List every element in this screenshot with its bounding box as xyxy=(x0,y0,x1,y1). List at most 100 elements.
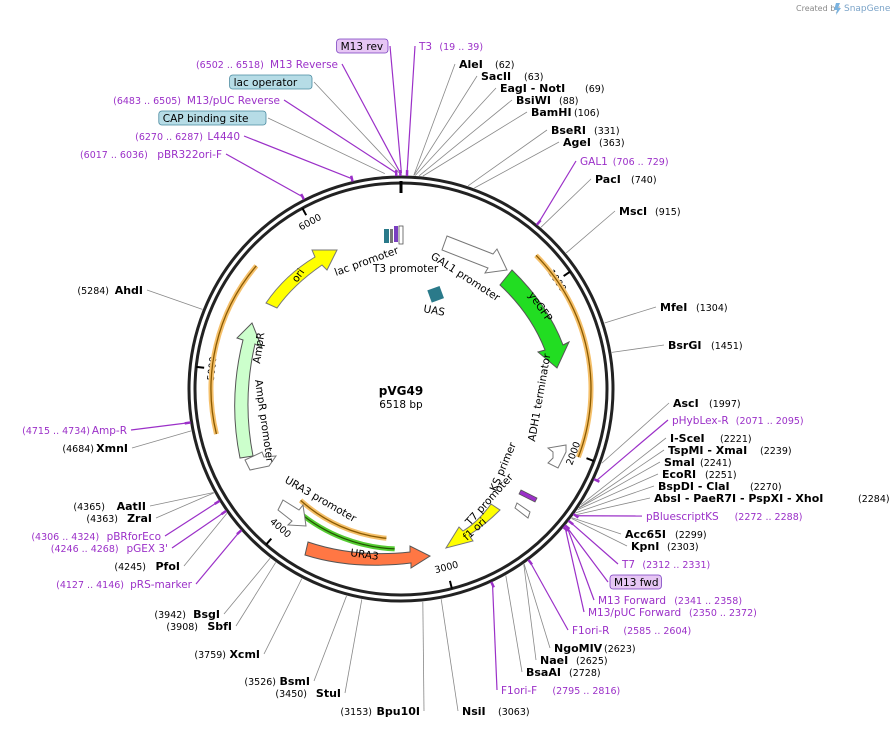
site-label-enzyme[interactable]: AscI(1997) xyxy=(673,397,741,410)
site-label-boxb[interactable]: CAP binding site xyxy=(158,110,267,126)
leader-line xyxy=(565,210,616,254)
label-position: (2341 .. 2358) xyxy=(674,596,742,607)
site-label-enzyme[interactable]: MfeI(1304) xyxy=(660,301,728,314)
t7-promoter-arrow[interactable] xyxy=(514,502,531,519)
site-label-primer[interactable]: pBR322ori-F(6017 .. 6036) xyxy=(80,149,222,161)
label-name: pBRforEco xyxy=(107,531,161,543)
yegfp-arrow[interactable] xyxy=(499,269,571,369)
site-label-primer[interactable]: pHybLex-R(2071 .. 2095) xyxy=(672,415,804,427)
site-label-enzyme[interactable]: EcoRI(2251) xyxy=(662,468,737,481)
site-label-enzyme[interactable]: NsiI(3063) xyxy=(462,705,530,718)
leader-line xyxy=(440,599,459,712)
uas-box[interactable] xyxy=(427,285,444,303)
site-label-boxp[interactable]: M13 rev xyxy=(336,38,389,54)
site-label-primer[interactable]: pBluescriptKS(2272 .. 2288) xyxy=(646,511,802,523)
site-label-enzyme[interactable]: XcmI(3759) xyxy=(194,648,260,661)
site-label-enzyme[interactable]: AleI(62) xyxy=(459,58,515,71)
label-name: BsrGI xyxy=(668,339,701,352)
site-label-primer[interactable]: M13/pUC Reverse(6483 .. 6505) xyxy=(113,95,280,107)
ampr-arrow[interactable] xyxy=(234,322,263,459)
site-label-enzyme[interactable]: EagI - NotI(69) xyxy=(500,82,605,95)
site-label-enzyme[interactable]: SmaI(2241) xyxy=(664,456,732,469)
site-label-enzyme[interactable]: MscI(915) xyxy=(619,205,681,218)
feature-label-ura3: URA3 xyxy=(350,547,380,563)
label-name: pGEX 3' xyxy=(126,543,168,555)
lac-arrow-small xyxy=(398,225,404,245)
label-name: ZraI xyxy=(127,512,152,525)
site-label-enzyme[interactable]: AbsI - PaeR7I - PspXI - XhoI(2284) xyxy=(654,492,890,505)
site-label-enzyme[interactable]: I-SceI(2221) xyxy=(670,432,752,445)
label-position: (4127 .. 4146) xyxy=(56,580,124,591)
site-label-boxp[interactable]: M13 fwd xyxy=(609,574,662,590)
leader-line xyxy=(413,75,478,176)
site-label-enzyme[interactable]: BsmI(3526) xyxy=(244,675,310,688)
site-label-enzyme[interactable]: SacII(63) xyxy=(481,70,544,83)
site-label-enzyme[interactable]: BsrGI (1451) xyxy=(668,339,743,352)
site-label-primer[interactable]: M13/pUC Forward(2350 .. 2372) xyxy=(588,607,757,619)
site-label-primer[interactable]: M13 Forward(2341 .. 2358) xyxy=(598,595,742,607)
site-label-enzyme[interactable]: AhdI(5284) xyxy=(77,284,143,297)
site-label-enzyme[interactable]: BspDI - ClaI(2270) xyxy=(658,480,782,493)
gal1-promoter-arrow[interactable] xyxy=(441,235,508,274)
leader-line xyxy=(263,578,303,655)
site-label-primer[interactable]: T3(19 .. 39) xyxy=(418,41,483,53)
site-label-primer[interactable]: M13 Reverse(6502 .. 6518) xyxy=(196,59,338,71)
leader-line xyxy=(570,522,619,565)
cap-site-box xyxy=(384,229,389,243)
site-label-enzyme[interactable]: BseRI(331) xyxy=(551,124,620,137)
site-label-primer[interactable]: GAL1(706 .. 729) xyxy=(580,156,669,168)
label-name: L4440 xyxy=(207,131,240,143)
label-position: (706 .. 729) xyxy=(613,157,669,168)
tick-label: 6000 xyxy=(297,212,324,233)
orf-arcs xyxy=(208,253,594,552)
site-label-enzyme[interactable]: BsiWI(88) xyxy=(516,94,579,107)
label-position: (4245) xyxy=(114,562,146,573)
adh1-terminator-arrow[interactable] xyxy=(546,444,567,469)
label-position: (19 .. 39) xyxy=(439,42,483,53)
site-label-enzyme[interactable]: Acc65I(2299) xyxy=(625,528,707,541)
site-label-enzyme[interactable]: NgoMIV(2623) xyxy=(554,642,636,655)
leader-line xyxy=(566,526,609,583)
ura3-arrow[interactable] xyxy=(304,541,432,569)
ori-arrow[interactable] xyxy=(265,249,338,309)
site-label-enzyme[interactable]: PacI(740) xyxy=(595,173,657,186)
label-position: (4306 .. 4324) xyxy=(31,532,99,543)
primer-site-mark xyxy=(563,524,571,530)
site-label-enzyme[interactable]: SbfI(3908) xyxy=(166,620,232,633)
leader-line xyxy=(474,141,560,189)
site-label-enzyme[interactable]: XmnI(4684) xyxy=(62,442,128,455)
leader-line xyxy=(195,531,240,585)
site-label-primer[interactable]: F1ori-F(2795 .. 2816) xyxy=(501,685,620,697)
site-label-enzyme[interactable]: PfoI(4245) xyxy=(114,560,180,573)
label-position: (6502 .. 6518) xyxy=(196,60,264,71)
label-position: (1451) xyxy=(711,341,743,352)
site-label-enzyme[interactable]: StuI(3450) xyxy=(275,687,341,700)
label-position: (3908) xyxy=(166,622,198,633)
site-label-enzyme[interactable]: NaeI(2625) xyxy=(540,654,608,667)
site-label-primer[interactable]: pRS-marker(4127 .. 4146) xyxy=(56,579,193,591)
site-label-primer[interactable]: Amp-R(4715 .. 4734) xyxy=(22,425,127,437)
leader-line xyxy=(131,430,192,449)
leader-line xyxy=(341,63,401,174)
site-label-primer[interactable]: T7(2312 .. 2331) xyxy=(621,559,710,571)
site-label-primer[interactable]: F1ori-R(2585 .. 2604) xyxy=(572,625,691,637)
tick-mark xyxy=(265,537,273,546)
site-label-primer[interactable]: pBRforEco (4306 .. 4324) xyxy=(31,531,161,543)
tick-mark xyxy=(563,270,571,277)
site-label-enzyme[interactable]: TspMI - XmaI(2239) xyxy=(668,444,792,457)
site-label-enzyme[interactable]: BsgI(3942) xyxy=(154,608,220,621)
site-label-boxb[interactable]: lac operator xyxy=(229,74,313,90)
label-position: (2585 .. 2604) xyxy=(623,626,691,637)
site-label-primer[interactable]: L4440(6270 .. 6287) xyxy=(135,131,240,143)
site-label-enzyme[interactable]: ZraI(4363) xyxy=(86,512,152,525)
site-label-primer[interactable]: pGEX 3'(4246 .. 4268) xyxy=(51,543,168,555)
site-label-enzyme[interactable]: KpnI(2303) xyxy=(631,540,699,553)
lac-operator-box xyxy=(390,229,393,243)
ura3-promoter-arrow[interactable] xyxy=(277,499,307,527)
site-label-enzyme[interactable]: BamHI(106) xyxy=(531,106,600,119)
site-label-enzyme[interactable]: BsaAI(2728) xyxy=(526,666,601,679)
f1-ori-arrow[interactable] xyxy=(444,503,501,549)
site-label-enzyme[interactable]: AatII(4365) xyxy=(73,500,146,513)
site-label-enzyme[interactable]: AgeI(363) xyxy=(563,136,625,149)
site-label-enzyme[interactable]: Bpu10I(3153) xyxy=(340,705,420,718)
